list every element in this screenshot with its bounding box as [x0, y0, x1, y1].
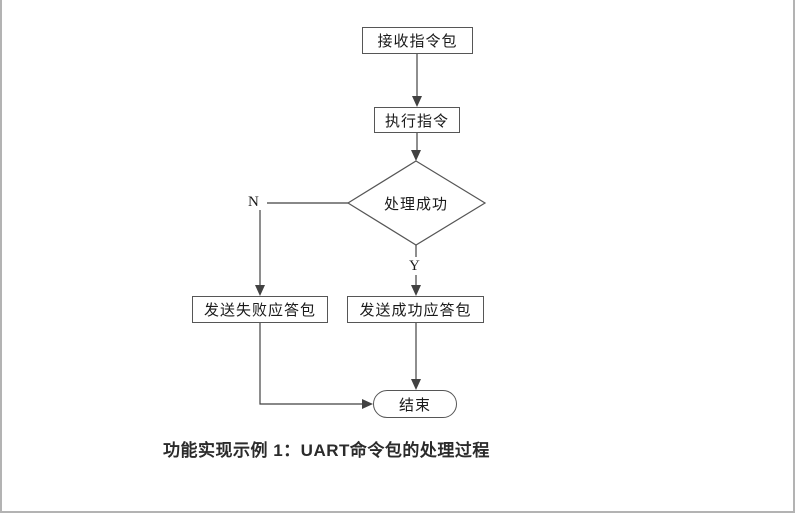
node-decision-success-label: 处理成功: [383, 196, 448, 213]
arrowhead-down-icon: [255, 285, 265, 296]
branch-label-yes: Y: [409, 258, 420, 274]
branch-label-no: N: [248, 194, 259, 210]
node-send-fail-response: 发送失败应答包: [192, 296, 328, 323]
figure-caption: 功能实现示例 1：UART命令包的处理过程: [163, 441, 490, 460]
arrowhead-right-icon: [362, 399, 373, 409]
arrowhead-down-icon: [411, 379, 421, 390]
arrowhead-down-icon: [411, 150, 421, 161]
node-receive-command-label: 接收指令包: [377, 34, 458, 50]
node-send-fail-response-label: 发送失败应答包: [203, 303, 316, 319]
arrowhead-down-icon: [411, 285, 421, 296]
node-receive-command: 接收指令包: [362, 27, 473, 54]
node-end: 结束: [373, 390, 457, 418]
node-send-success-response-label: 发送成功应答包: [359, 303, 472, 319]
node-end-label: 结束: [398, 397, 431, 414]
node-execute-command-label: 执行指令: [384, 113, 449, 130]
node-send-success-response: 发送成功应答包: [347, 296, 484, 323]
node-decision-success: 处理成功: [361, 193, 471, 213]
node-execute-command: 执行指令: [374, 107, 460, 133]
arrowhead-down-icon: [412, 96, 422, 107]
connector-fail-end: [259, 323, 363, 405]
